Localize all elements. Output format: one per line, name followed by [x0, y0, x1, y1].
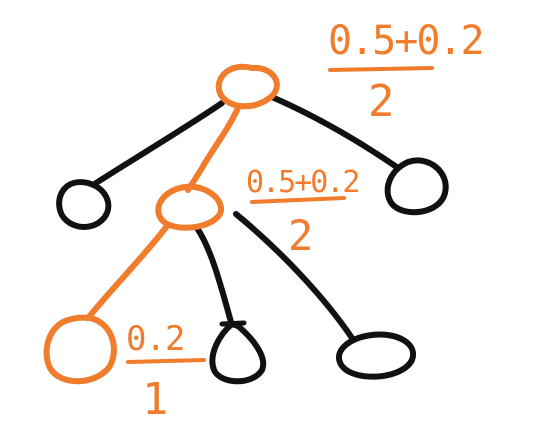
edge-root-left-child — [93, 100, 225, 186]
annotation-leaf: 0.2 1 — [126, 319, 206, 425]
node-left-child — [56, 179, 112, 230]
node-right-child — [384, 157, 449, 216]
node-root — [215, 63, 280, 110]
annotation-middle-numerator: 0.5+0.2 — [246, 165, 358, 200]
node-leaf-highlighted — [43, 314, 117, 385]
edge-middle-leaf-small — [194, 225, 234, 325]
annotation-root: 0.5+0.2 2 — [328, 18, 485, 127]
annotation-leaf-fraction-bar — [126, 358, 206, 364]
tree-nodes — [43, 63, 449, 385]
annotation-middle: 0.5+0.2 2 — [246, 165, 360, 260]
tree-edges — [85, 94, 401, 341]
edge-middle-leaf-right — [233, 211, 355, 341]
edge-root-right-child — [269, 94, 401, 171]
edge-middle-leaf-highlighted — [85, 223, 170, 321]
annotation-leaf-denominator: 1 — [142, 374, 169, 425]
annotation-leaf-numerator: 0.2 — [126, 319, 184, 359]
leaf-small-tick — [219, 320, 247, 327]
annotation-root-fraction-bar — [328, 66, 434, 72]
annotation-middle-fraction-bar — [250, 196, 346, 204]
annotation-root-denominator: 2 — [368, 76, 395, 127]
node-leaf-small — [209, 321, 267, 385]
annotation-root-numerator: 0.5+0.2 — [328, 18, 483, 64]
node-middle-child — [155, 183, 224, 231]
annotation-middle-denominator: 2 — [288, 211, 313, 260]
node-leaf-right — [336, 331, 417, 380]
